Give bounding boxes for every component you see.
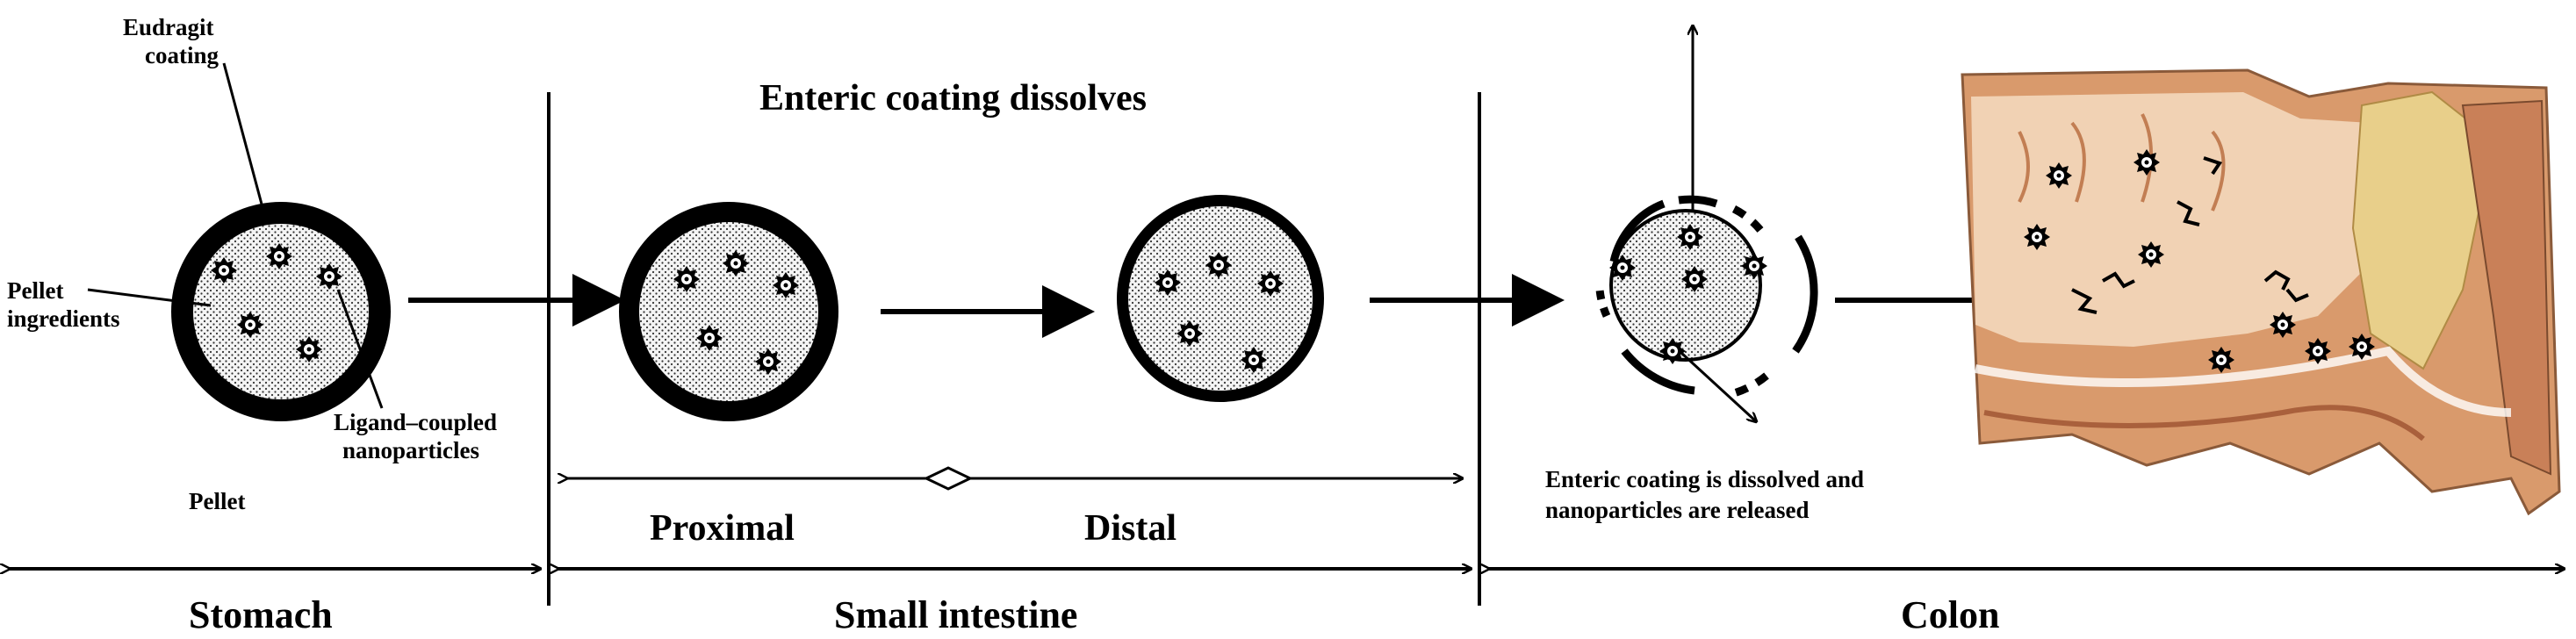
pellet-ingredients-label-2: ingredients [7, 305, 120, 332]
nanoparticles-label-2: nanoparticles [342, 437, 479, 463]
region-small-intestine: Small intestine [834, 593, 1077, 636]
eudragit-label-2: coating [145, 42, 219, 68]
pellet-ingredients-label-1: Pellet [7, 277, 63, 304]
eudragit-label-1: Eudragit [123, 14, 214, 40]
region-colon: Colon [1901, 593, 1999, 636]
proximal-label: Proximal [650, 508, 795, 549]
release-note-line-2: nanoparticles are released [1545, 497, 1809, 523]
dissolving-pellet [1595, 195, 1818, 398]
nanoparticle-leader-line [336, 289, 384, 409]
pellet-label: Pellet [189, 488, 245, 514]
distal-label: Distal [1084, 508, 1176, 549]
nanoparticles-label-1: Ligand–coupled [334, 409, 497, 435]
stomach-pellet [171, 202, 391, 421]
distal-pellet [1117, 195, 1324, 402]
enteric-dissolves-label: Enteric coating dissolves [759, 78, 1147, 118]
release-arrow-down [1680, 351, 1756, 421]
eudragit-leader-line [222, 62, 265, 212]
ingredients-leader-line [87, 288, 212, 307]
colon-illustration [1961, 68, 2561, 516]
region-stomach: Stomach [189, 593, 333, 636]
release-note-line-1: Enteric coating is dissolved and [1545, 466, 1864, 492]
proximal-pellet [619, 202, 838, 421]
span-junction [923, 466, 974, 491]
